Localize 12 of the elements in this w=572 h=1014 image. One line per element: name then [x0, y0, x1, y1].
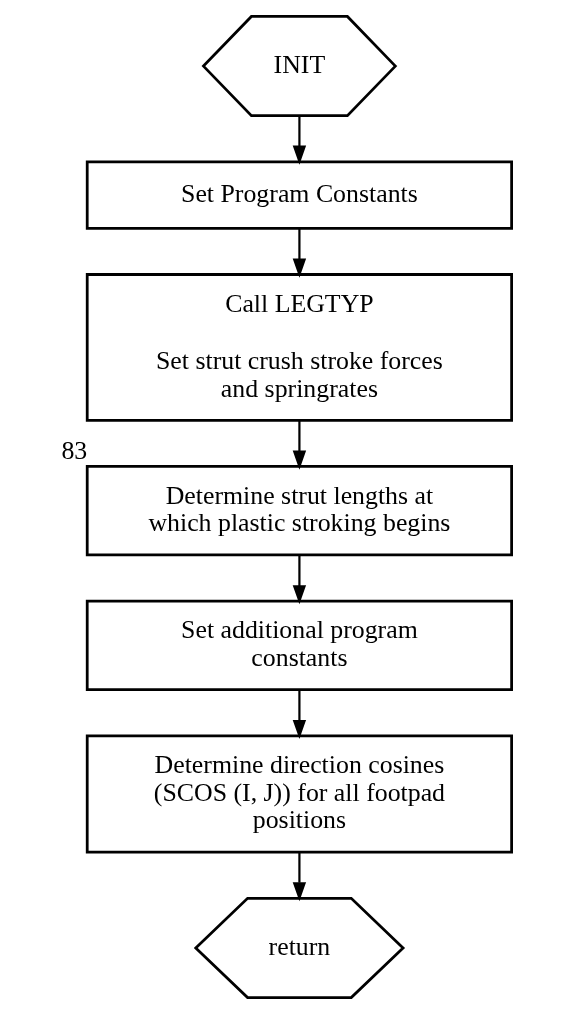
node-box: Determine strut lengths at which plastic stroking begins [85, 465, 513, 557]
node-box: Determine direction cosines (SCOS (I, J)) for all footpad positions [85, 734, 513, 854]
arrow [292, 420, 306, 470]
arrow [292, 852, 306, 902]
node-box: Set additional program constants [85, 599, 513, 692]
node-box: Call LEGTYP Set strut crush stroke forces and springrates [85, 273, 513, 422]
arrow [292, 689, 306, 740]
arrow [292, 116, 306, 165]
node-box: Set Program Constants [85, 160, 513, 230]
arrow [292, 555, 306, 605]
node-label: 83 [60, 436, 87, 466]
arrow [292, 228, 306, 278]
